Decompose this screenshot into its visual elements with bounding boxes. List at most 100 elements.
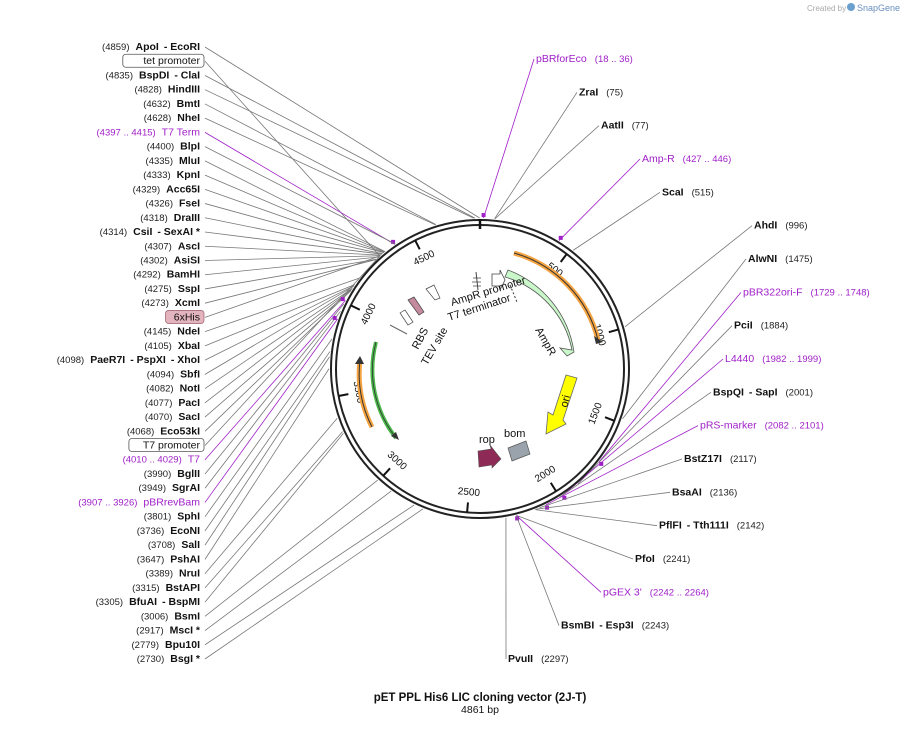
site-label-37[interactable]: (3389)NruI (146, 568, 201, 580)
site-label-25[interactable]: (4077)PacI (145, 397, 200, 409)
site-label-13[interactable]: BsaAI(2136) (672, 486, 737, 498)
site-label-2[interactable]: (4835)BspDI- ClaI (106, 69, 201, 81)
site-label-10[interactable]: (4329)Acc65I (133, 183, 200, 195)
label-name: NheI (177, 112, 200, 124)
site-label-20[interactable]: (4145)NdeI (144, 326, 200, 338)
site-leader-line (204, 203, 384, 254)
site-label-14[interactable]: (4307) AscI (144, 240, 200, 252)
site-label-11[interactable]: (4326)FseI (146, 198, 201, 210)
snapgene-credit[interactable]: Created by SnapGene (807, 3, 900, 13)
site-label-18[interactable]: PvuII(2297) (508, 653, 569, 665)
site-label-6[interactable]: AlwNI(1475) (748, 253, 813, 265)
primer-label-11[interactable]: pRS-marker(2082 .. 2101) (700, 420, 824, 432)
site-label-3[interactable]: (4828)HindIII (134, 84, 200, 96)
site-label-7[interactable]: (4400)BlpI (147, 141, 200, 153)
site-label-15[interactable]: PfoI(2241) (635, 553, 690, 565)
tev-site-small-box[interactable] (399, 309, 414, 326)
site-label-21[interactable]: (4105)XbaI (144, 340, 200, 352)
label-text: (4094)SbfI (147, 368, 200, 380)
t7-promoter-small-arrow[interactable] (425, 284, 441, 301)
site-label-43[interactable]: (2730)BsgI * (137, 653, 201, 665)
label-text: (3801)SphI (144, 511, 200, 523)
site-label-10[interactable]: BspQI- SapI(2001) (713, 386, 813, 398)
site-label-16[interactable]: (4292)BamHI (133, 269, 200, 281)
site-label-18[interactable]: (4273)XcmI (141, 297, 200, 309)
label-text: (4628)NheI (144, 112, 200, 124)
site-label-0[interactable]: (4859)ApoI- EcoRI (102, 41, 200, 53)
site-label-4[interactable]: ScaI(515) (662, 186, 714, 198)
label-position: (4145) (144, 327, 171, 338)
site-label-8[interactable]: (4335)MluI (146, 155, 201, 167)
label-position: (4859) (102, 42, 129, 53)
label-position: (4307) (144, 241, 171, 252)
site-label-17[interactable]: BsmBI- Esp3I(2243) (561, 620, 669, 632)
site-label-2[interactable]: AatII(77) (601, 120, 649, 132)
feature-label-19[interactable]: 6xHis (165, 310, 205, 324)
ampr-arrow[interactable] (504, 269, 575, 357)
label-name: NruI (179, 568, 200, 580)
label-name: AscI (178, 240, 200, 252)
site-label-9[interactable]: (4333)KpnI (143, 169, 200, 181)
site-label-33[interactable]: (3801)SphI (144, 511, 200, 523)
site-label-1[interactable]: ZraI(75) (579, 86, 623, 98)
site-label-38[interactable]: (3315)BstAPI (132, 582, 200, 594)
label-name: BamHI (167, 269, 200, 281)
site-label-30[interactable]: (3990)BglII (144, 468, 200, 480)
label-name-2: - Tth111I (687, 520, 729, 532)
site-label-24[interactable]: (4082)NotI (146, 383, 200, 395)
primer-label-0[interactable]: pBRforEco(18 .. 36) (536, 53, 633, 65)
primer-label-7[interactable]: pBR322ori-F(1729 .. 1748) (743, 286, 870, 298)
site-label-27[interactable]: (4068)Eco53kI (127, 425, 200, 437)
primer-label-9[interactable]: L4440(1982 .. 1999) (725, 353, 821, 365)
site-label-31[interactable]: (3949)SgrAI (139, 482, 201, 494)
label-position: (427 .. 446) (683, 154, 732, 165)
site-label-23[interactable]: (4094)SbfI (147, 368, 200, 380)
green-arrowhead (391, 432, 399, 440)
primer-marker (599, 461, 604, 466)
site-label-4[interactable]: (4632)BmtI (143, 98, 200, 110)
primer-label-6[interactable]: (4397 .. 4415)T7 Term (97, 126, 201, 138)
site-label-17[interactable]: (4275)SspI (144, 283, 200, 295)
label-name-2: - Esp3I (599, 620, 634, 632)
ampr-promoter-arrow[interactable] (491, 269, 506, 291)
label-position: (4273) (141, 298, 168, 309)
site-label-22[interactable]: (4098)PaeR7I- PspXI- XhoI (57, 354, 200, 366)
site-label-8[interactable]: PciI(1884) (734, 320, 788, 332)
site-label-34[interactable]: (3736)EcoNI (137, 525, 200, 537)
feature-label-28[interactable]: T7 promoter (128, 438, 205, 452)
site-label-26[interactable]: (4070)SacI (145, 411, 200, 423)
label-name: BspQI (713, 386, 744, 398)
primer-marker (391, 239, 396, 244)
ori-arrow[interactable] (545, 374, 578, 435)
site-label-40[interactable]: (3006)BsmI (141, 610, 200, 622)
his-tag-small-box[interactable] (407, 296, 425, 316)
label-position: (2136) (710, 487, 737, 498)
site-label-42[interactable]: (2779)Bpu10I (132, 639, 201, 651)
primer-leader-line (204, 318, 338, 503)
site-label-41[interactable]: (2917)MscI * (136, 625, 201, 637)
site-label-36[interactable]: (3647)PshAI (137, 553, 200, 565)
primer-label-32[interactable]: (3907 .. 3926)pBRrevBam (78, 496, 200, 508)
label-name: FseI (179, 198, 200, 210)
primer-label-16[interactable]: pGEX 3'(2242 .. 2264) (603, 586, 709, 598)
label-name: MluI (179, 155, 200, 167)
site-label-12[interactable]: (4318)DraIII (140, 212, 200, 224)
site-label-5[interactable]: (4628)NheI (144, 112, 200, 124)
site-leader-line (204, 417, 338, 574)
feature-label-1[interactable]: tet promoter (122, 53, 205, 68)
site-label-5[interactable]: AhdI(996) (754, 220, 808, 232)
rop-arrow[interactable] (477, 444, 502, 469)
site-label-35[interactable]: (3708)SalI (148, 539, 200, 551)
label-name: CsiI (133, 226, 152, 238)
site-label-15[interactable]: (4302)AsiSI (140, 254, 200, 266)
site-label-12[interactable]: BstZ17I(2117) (684, 453, 757, 465)
site-label-13[interactable]: (4314)CsiI- SexAI * (100, 226, 201, 238)
site-label-39[interactable]: (3305)BfuAI- BspMI (96, 596, 200, 608)
bom-box[interactable] (507, 440, 531, 462)
tick-line (466, 502, 469, 513)
primer-label-3[interactable]: Amp-R(427 .. 446) (642, 153, 731, 165)
site-label-14[interactable]: PflFI- Tth111I(2142) (659, 520, 764, 532)
primer-label-29[interactable]: (4010 .. 4029)T7 (123, 454, 201, 466)
label-position: (2297) (541, 654, 568, 665)
primer-marker (332, 315, 337, 320)
